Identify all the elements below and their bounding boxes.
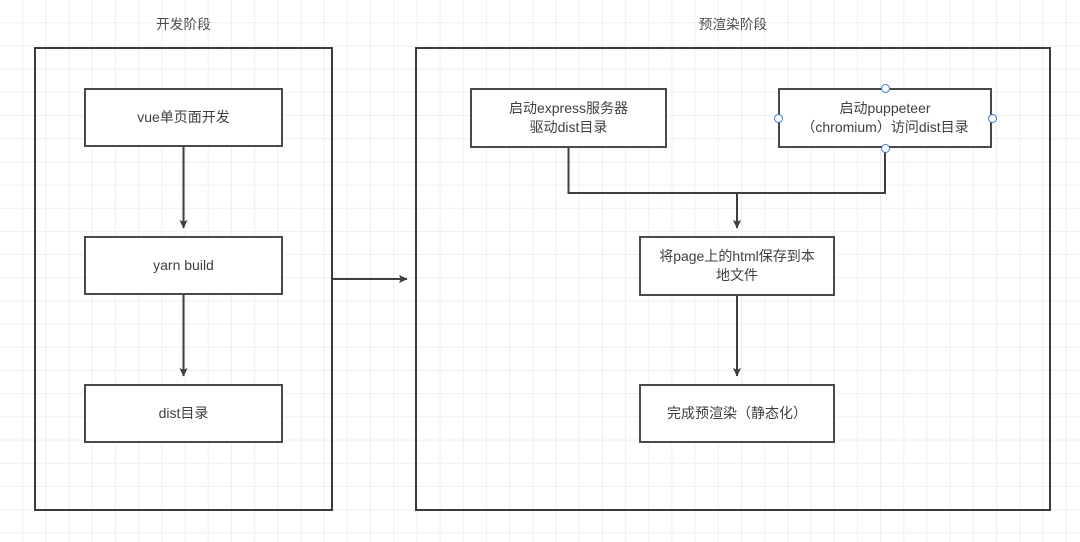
group-title-prerender-stage: 预渲染阶段 (698, 17, 768, 32)
node-label-express-server: 启动express服务器 驱动dist目录 (508, 100, 629, 135)
group-title-dev-stage: 开发阶段 (156, 17, 211, 32)
connector-express-to-save[interactable] (567, 148, 738, 194)
node-save-html[interactable]: 将page上的html保存到本 地文件 (639, 236, 835, 296)
node-express-server[interactable]: 启动express服务器 驱动dist目录 (470, 88, 667, 148)
node-yarn-build[interactable]: yarn build (84, 236, 283, 295)
node-label-vue-spa: vue单页面开发 (137, 109, 230, 126)
node-label-puppeteer: 启动puppeteer （chromium）访问dist目录 (801, 100, 969, 135)
group-container-prerender-stage[interactable] (415, 47, 1051, 511)
node-label-yarn-build: yarn build (153, 257, 214, 274)
selection-handle-right[interactable] (987, 113, 997, 123)
node-dist-dir[interactable]: dist目录 (84, 384, 283, 443)
node-vue-spa[interactable]: vue单页面开发 (84, 88, 283, 147)
node-label-prerender-done: 完成预渲染（静态化） (667, 405, 807, 422)
node-prerender-done[interactable]: 完成预渲染（静态化） (639, 384, 835, 443)
connector-puppeteer-to-save[interactable] (737, 148, 886, 194)
selection-handle-left[interactable] (773, 113, 783, 123)
node-puppeteer[interactable]: 启动puppeteer （chromium）访问dist目录 (778, 88, 992, 148)
node-label-dist-dir: dist目录 (158, 405, 209, 422)
selection-handle-bottom[interactable] (880, 143, 890, 153)
selection-handle-top[interactable] (880, 83, 890, 93)
group-container-dev-stage[interactable] (34, 47, 333, 511)
node-label-save-html: 将page上的html保存到本 地文件 (659, 248, 815, 283)
